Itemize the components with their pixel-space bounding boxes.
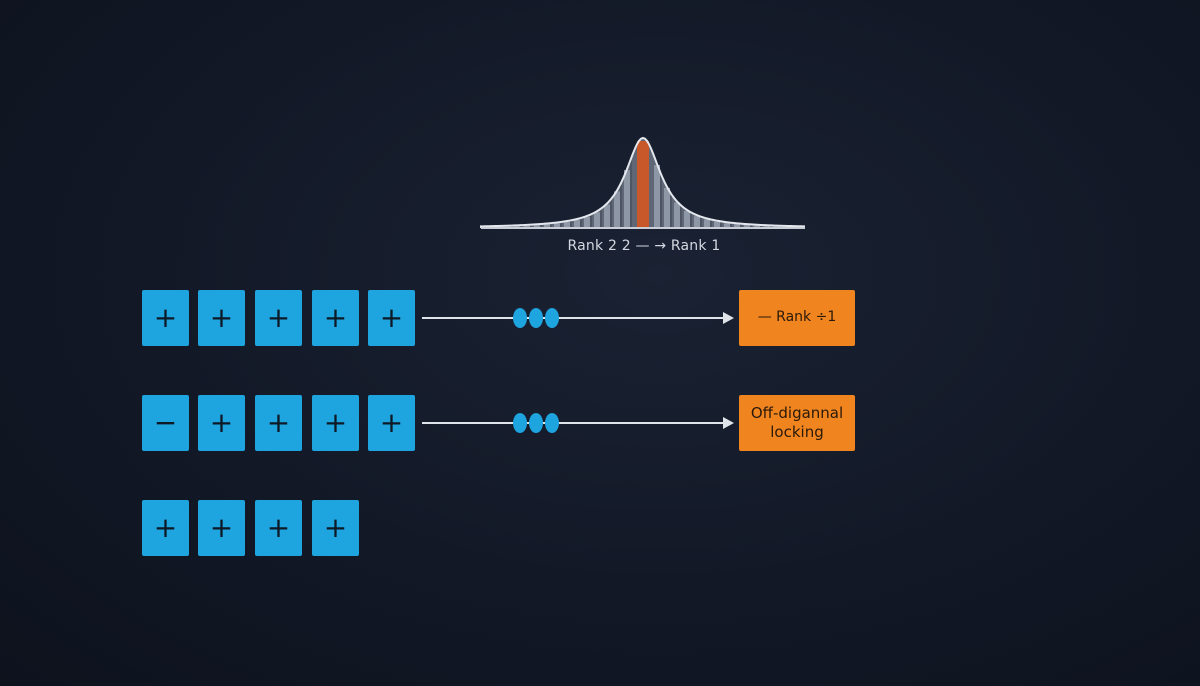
- row-1-output-box: — Rank ÷1: [739, 290, 855, 346]
- row-3-tile-2: +: [198, 500, 245, 556]
- row-3-tile-3: +: [255, 500, 302, 556]
- row-1-connector-arrow: [422, 312, 734, 324]
- row-1-tile-5: +: [368, 290, 415, 346]
- row-2-output-line-1: Off-digannal: [750, 404, 844, 423]
- bead-icon: [545, 413, 559, 433]
- row-3-tile-1: +: [142, 500, 189, 556]
- peak-highlight-bar: [637, 141, 649, 228]
- arrow-head-icon: [723, 417, 734, 429]
- bead-icon: [529, 308, 543, 328]
- row-2-output-line-2: locking: [770, 423, 824, 441]
- bead-icon: [513, 308, 527, 328]
- bead-icon: [545, 308, 559, 328]
- bead-icon: [529, 413, 543, 433]
- sequence-row-1: + + + + + — Rank ÷1: [142, 290, 862, 346]
- row-1-output-label: — Rank ÷1: [757, 309, 837, 326]
- row-1-tile-3: +: [255, 290, 302, 346]
- row-2-tile-1: −: [142, 395, 189, 451]
- row-1-ellipsis-beads: [513, 308, 561, 328]
- row-2-tile-4: +: [312, 395, 359, 451]
- row-2-output-box: Off-digannal locking: [739, 395, 855, 451]
- sequence-row-3: + + + +: [142, 500, 862, 556]
- sequence-row-2: − + + + + Off-digannal locking: [142, 395, 862, 451]
- row-2-tile-2: +: [198, 395, 245, 451]
- peak-outline: [480, 136, 806, 228]
- row-1-tile-4: +: [312, 290, 359, 346]
- row-1-tile-1: +: [142, 290, 189, 346]
- row-2-connector-arrow: [422, 417, 734, 429]
- peak-caption: Rank 2 2 — → Rank 1: [567, 238, 721, 254]
- row-3-tile-4: +: [312, 500, 359, 556]
- row-2-tile-5: +: [368, 395, 415, 451]
- row-2-tile-3: +: [255, 395, 302, 451]
- row-1-tile-2: +: [198, 290, 245, 346]
- row-2-ellipsis-beads: [513, 413, 561, 433]
- bead-icon: [513, 413, 527, 433]
- arrow-head-icon: [723, 312, 734, 324]
